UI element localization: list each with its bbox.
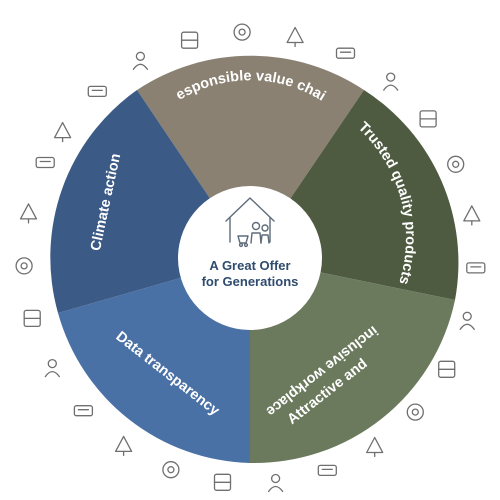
bed-icon (383, 72, 399, 91)
family-house-icon (225, 197, 275, 248)
armchair-icon (419, 110, 437, 128)
megaphone-icon (162, 461, 180, 479)
center-title-line1: A Great Offer (209, 258, 290, 273)
handshake-icon (366, 436, 384, 458)
parasol-chair-icon (286, 26, 304, 48)
truck-icon (233, 23, 251, 41)
playroom-icon (438, 360, 456, 378)
center-title-line2: for Generations (202, 274, 299, 289)
outer-icon-ring (15, 23, 486, 493)
qr-phone-icon (267, 473, 284, 493)
stairs-icon (459, 311, 475, 330)
magnifier-document-icon (114, 435, 133, 457)
people-group-icon (132, 51, 149, 70)
wind-turbine-icon (23, 309, 41, 328)
segment-responsible-value-chain (137, 55, 364, 259)
building-icon (466, 262, 486, 274)
bee-icon (73, 405, 94, 417)
tree-icon (19, 203, 38, 224)
factory-icon (180, 31, 199, 49)
hourglass-icon (317, 464, 337, 477)
solar-panel-icon (15, 257, 33, 275)
team-icon (406, 403, 424, 421)
newspaper-icon (35, 156, 55, 169)
kitchen-set-icon (335, 47, 356, 59)
house-with-people-icon (463, 205, 481, 226)
segment-attractive-inclusive-workplace (250, 258, 455, 464)
forest-icon (53, 121, 72, 143)
table-lamp-icon (447, 155, 465, 173)
center-disc (178, 186, 322, 330)
sewing-tool-icon (213, 473, 232, 491)
cargo-ship-icon (87, 85, 107, 98)
grapes-icon (44, 358, 60, 378)
